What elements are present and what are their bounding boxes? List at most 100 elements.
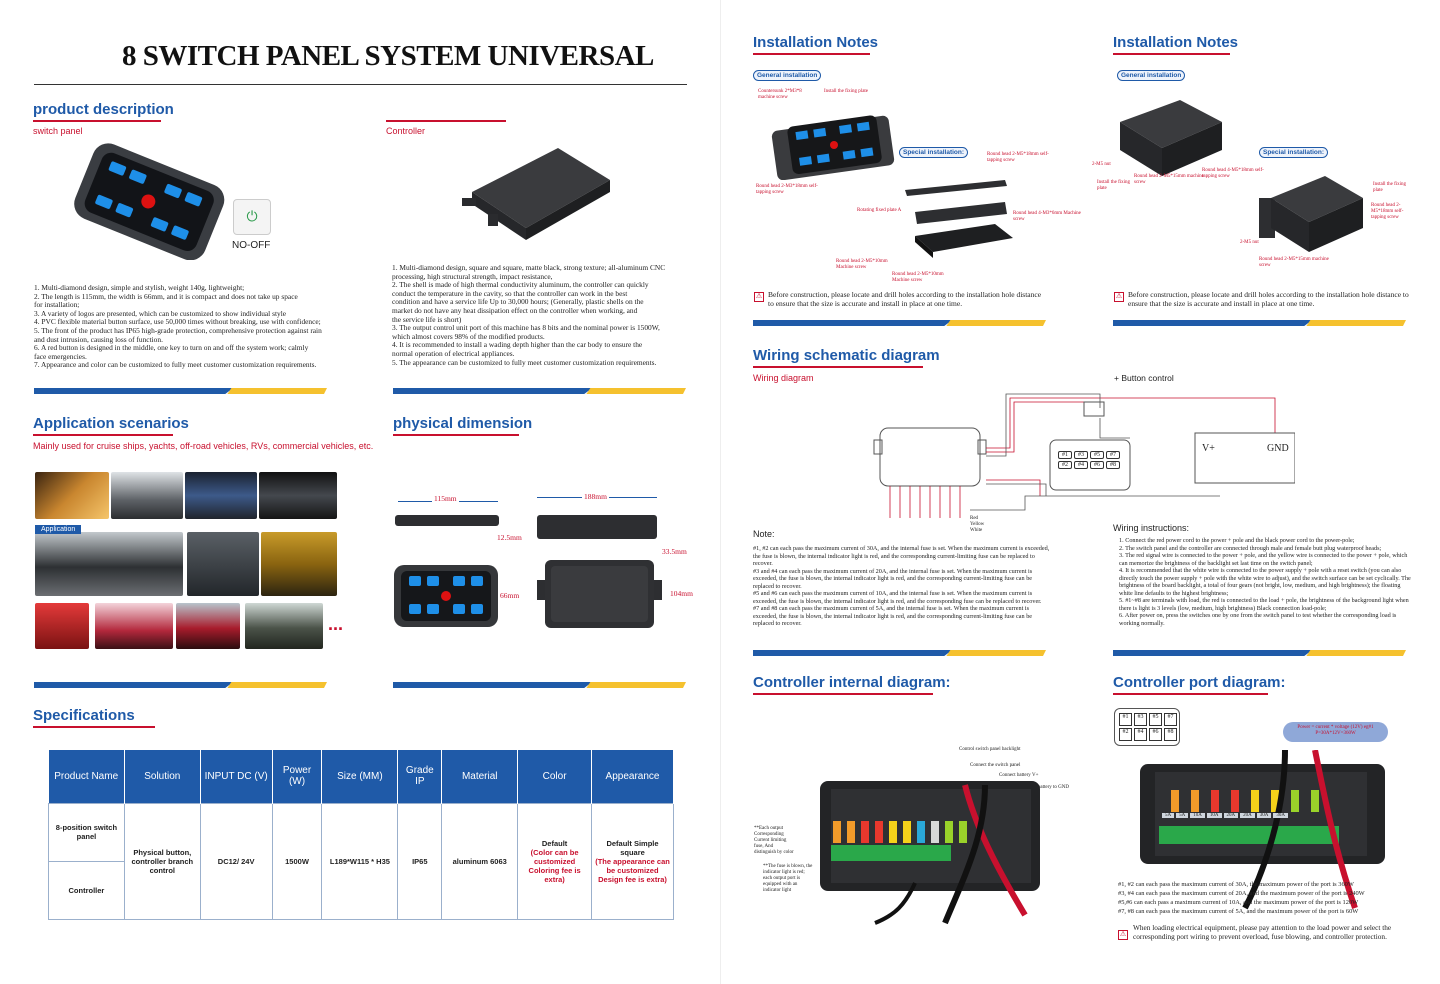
section-underline xyxy=(1113,53,1230,55)
wiring-notes: #1, #2 can each pass the maximum current… xyxy=(753,545,1050,627)
dim-33-5: 33.5mm xyxy=(662,547,687,556)
special-installation-pill: Special installation: xyxy=(899,147,969,158)
port-label: #7 xyxy=(1164,713,1177,726)
callout: **Each output Corresponding Current limi… xyxy=(754,826,794,855)
power-button-icon: ⏻ xyxy=(233,199,271,235)
section-underline xyxy=(33,726,155,728)
section-underline xyxy=(386,120,506,122)
application-tag: Application xyxy=(35,525,82,534)
gnd-label: GND xyxy=(1267,443,1289,454)
port-label: #7 xyxy=(1106,451,1120,459)
switch-panel-points: 1. Multi-diamond design, simple and styl… xyxy=(34,283,322,370)
section-underline xyxy=(753,366,923,368)
cell-color: Default(Color can be customized Coloring… xyxy=(517,802,593,921)
port-label: #5 xyxy=(1149,713,1162,726)
vplus-label: V+ xyxy=(1202,443,1215,454)
installation-warning-1: Before construction, please locate and d… xyxy=(768,290,1042,308)
controller-label: Controller xyxy=(386,126,426,136)
port-title: Controller port diagram: xyxy=(1113,674,1286,691)
header-solution: Solution xyxy=(124,750,201,804)
panel-install-image xyxy=(771,115,895,180)
decor-stripe xyxy=(753,650,1046,656)
photo-pickup-night xyxy=(259,472,337,519)
fuse-label: 20A xyxy=(1240,813,1255,818)
header-power: Power (W) xyxy=(272,750,323,804)
special-installation-pill: Special installation: xyxy=(1259,147,1329,158)
photo-jeep-yellow xyxy=(261,532,337,596)
wiring-diagram xyxy=(873,393,1295,518)
photo-jeep-white xyxy=(111,472,183,519)
header-product-name: Product Name xyxy=(48,750,125,804)
section-underline xyxy=(753,53,870,55)
callout: Connect battery to GND xyxy=(1020,785,1070,790)
wiring-instructions: 1. Connect the red power cord to the pow… xyxy=(1119,537,1411,627)
wiring-title: Wiring schematic diagram xyxy=(753,347,940,364)
label: Round head 2-M5*15mm machine screw xyxy=(1259,257,1329,268)
fuse-label: 5A xyxy=(1176,813,1189,818)
specifications-title: Specifications xyxy=(33,707,135,724)
dim-188: 188mm xyxy=(582,492,609,501)
label: 2-M5 nut xyxy=(1092,162,1111,167)
controller-side-view xyxy=(537,515,657,539)
application-title: Application scenarios xyxy=(33,415,189,432)
decor-stripe xyxy=(34,388,327,394)
dim-66: 66mm xyxy=(500,591,520,600)
controller-port-image xyxy=(1140,750,1385,910)
fuse-label: 10A xyxy=(1190,813,1205,818)
controller-top-view xyxy=(537,560,662,628)
cell-input: DC12/ 24V xyxy=(199,802,273,921)
installation-title-2: Installation Notes xyxy=(1113,34,1239,51)
controller-special-install-image xyxy=(1259,176,1363,252)
decor-stripe xyxy=(393,388,686,394)
photo-jeep-grille xyxy=(187,532,259,596)
installation-title-1: Installation Notes xyxy=(753,34,879,51)
dim-104: 104mm xyxy=(670,589,693,598)
port-label: #2 xyxy=(1058,461,1072,469)
note-title: Note: xyxy=(753,529,775,539)
cell-size: L189*W115 * H35 xyxy=(321,802,399,921)
photo-red-jeep-lights xyxy=(95,603,173,649)
section-underline xyxy=(393,434,519,436)
callout: Control switch panel backlight xyxy=(959,747,1021,752)
label: Round head 2-M5*18mm self-tapping screw xyxy=(987,152,1049,163)
controller-internal-image xyxy=(820,781,1040,925)
label: 2-M5 nut xyxy=(1240,240,1259,245)
label: Install the fixing plate xyxy=(1373,182,1407,193)
label: Round head 2-M5*10mm Machine screw xyxy=(836,259,888,270)
instructions-title: Wiring instructions: xyxy=(1113,523,1190,533)
general-installation-pill: General installation xyxy=(1117,70,1186,81)
page-title: 8 SWITCH PANEL SYSTEM UNIVERSAL xyxy=(122,40,654,72)
label: Countersunk 2*M3*8 machine screw xyxy=(758,89,802,100)
panel-front-view xyxy=(394,565,498,627)
port-label: #4 xyxy=(1074,461,1088,469)
label: Install the fixing plate xyxy=(1097,180,1131,191)
warning-icon: ⚠ xyxy=(1114,292,1124,302)
port-label: #2 xyxy=(1119,728,1132,741)
dim-12-5: 12.5mm xyxy=(497,533,522,542)
label: Round head 4-M5*18mm self-tapping screw xyxy=(1202,168,1264,179)
decor-stripe xyxy=(1113,650,1406,656)
fuse-label-row: 5A 5A 10A 10A 20A 20A 30A 30A xyxy=(1162,813,1288,818)
fuse-label: 10A xyxy=(1206,813,1222,818)
port-label: #6 xyxy=(1149,728,1162,741)
application-subtitle: Mainly used for cruise ships, yachts, of… xyxy=(33,441,374,451)
controller-port-grid: #1 #3 #5 #7 #2 #4 #6 #8 xyxy=(1114,708,1180,746)
section-underline xyxy=(33,120,161,122)
label: Round head 2-M3*18mm self-tapping screw xyxy=(756,184,818,195)
panel-port-grid: #1 #3 #5 #7 #2 #4 #6 #8 xyxy=(1058,451,1120,469)
specifications-table: Product Name Solution INPUT DC (V) Power… xyxy=(48,750,674,921)
internal-title: Controller internal diagram: xyxy=(753,674,951,691)
cell-grade: IP65 xyxy=(397,802,443,921)
cell-power: 1500W xyxy=(271,802,323,921)
port-label: #3 xyxy=(1074,451,1088,459)
port-label: #4 xyxy=(1134,728,1147,741)
photo-red-winch xyxy=(35,603,89,649)
header-appearance: Appearance xyxy=(591,750,674,804)
wiring-subtitle: Wiring diagram xyxy=(753,373,814,383)
panel-side-view xyxy=(395,515,499,526)
cell-appearance: Default Simple square(The appearance can… xyxy=(591,802,674,921)
port-label: #6 xyxy=(1090,461,1104,469)
fuse-label: 5A xyxy=(1162,813,1175,818)
header-input: INPUT DC (V) xyxy=(200,750,273,804)
label: Rotating fixed plate A xyxy=(857,208,902,213)
